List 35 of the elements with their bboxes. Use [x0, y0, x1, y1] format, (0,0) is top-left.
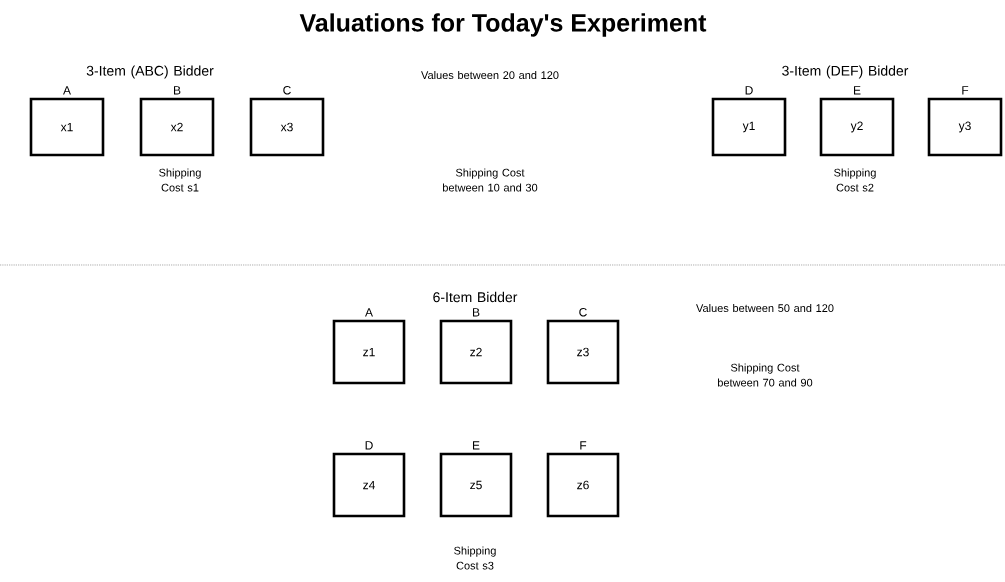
item-box: B z2 [439, 308, 513, 385]
item-box: E y2 [819, 86, 895, 157]
section-heading: 3-Item (DEF) Bidder [782, 65, 909, 79]
note-text: Shipping Cost between 10 and 30 [443, 168, 538, 192]
node-label: A [63, 86, 71, 95]
item-box: B x2 [139, 86, 215, 157]
item-box: D z4 [332, 441, 406, 518]
node-label: B [472, 308, 480, 317]
note-text: Shipping Cost between 70 and 90 [718, 363, 813, 387]
item-box: A z1 [332, 308, 406, 385]
item-box: D y1 [711, 86, 787, 157]
node-label: C [283, 85, 291, 95]
note-text: Shipping Cost s2 [834, 168, 876, 192]
note-text: Values between 20 and 120 [421, 70, 559, 80]
item-box: C z3 [546, 307, 620, 385]
item-box: F y3 [927, 86, 1003, 157]
note-text: Shipping Cost s3 [454, 546, 496, 570]
node-label: B [173, 86, 181, 95]
section-heading: 3-Item (ABC) Bidder [86, 65, 214, 79]
node-label: C [579, 307, 587, 317]
node-label: A [365, 308, 373, 317]
node-label: F [580, 441, 587, 450]
item-box: E z5 [439, 441, 513, 518]
item-box: A x1 [29, 86, 105, 157]
node-label: E [472, 441, 480, 450]
note-text: Shipping Cost s1 [159, 168, 201, 192]
node-label: D [745, 86, 753, 95]
title: Valuations for Today's Experiment [299, 13, 707, 37]
note-text: Values between 50 and 120 [696, 303, 834, 313]
node-label: D [365, 441, 373, 450]
item-box: C x3 [249, 85, 325, 157]
node-label: E [853, 86, 861, 95]
node-label: F [962, 86, 969, 95]
section-heading: 6-Item Bidder [433, 291, 518, 303]
item-box: F z6 [546, 441, 620, 518]
